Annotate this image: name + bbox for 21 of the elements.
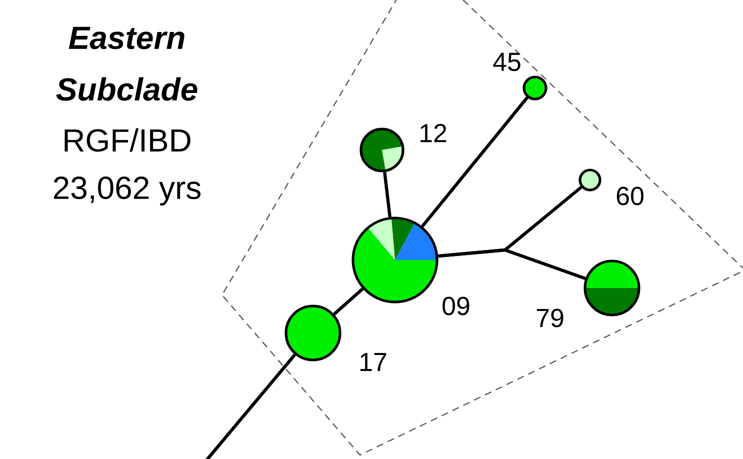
clade-label: Subclade — [56, 77, 198, 101]
haplotype-pie — [584, 260, 640, 316]
branch-line — [204, 354, 296, 459]
branch-line — [333, 288, 364, 316]
clade-label: 23,062 yrs — [54, 176, 200, 206]
branch-line — [383, 172, 392, 218]
haplotype-number: 45 — [493, 52, 520, 72]
haplotype-pie — [284, 304, 342, 362]
haplotype-pie — [352, 216, 438, 304]
haplotype-number: 09 — [442, 296, 470, 316]
branch-line — [421, 96, 528, 228]
haplotype-pie — [578, 168, 602, 192]
haplotype-number: 60 — [616, 186, 644, 206]
haplotype-pie — [360, 128, 404, 172]
haplotype-number: 17 — [360, 353, 386, 371]
haplotype-number: 79 — [536, 308, 564, 328]
haplotype-number: 12 — [420, 124, 446, 142]
clade-label: Eastern — [68, 26, 184, 50]
clade-label: RGF/IBD — [64, 128, 190, 152]
haplotype-pie — [522, 76, 548, 100]
branch-line — [438, 248, 586, 280]
